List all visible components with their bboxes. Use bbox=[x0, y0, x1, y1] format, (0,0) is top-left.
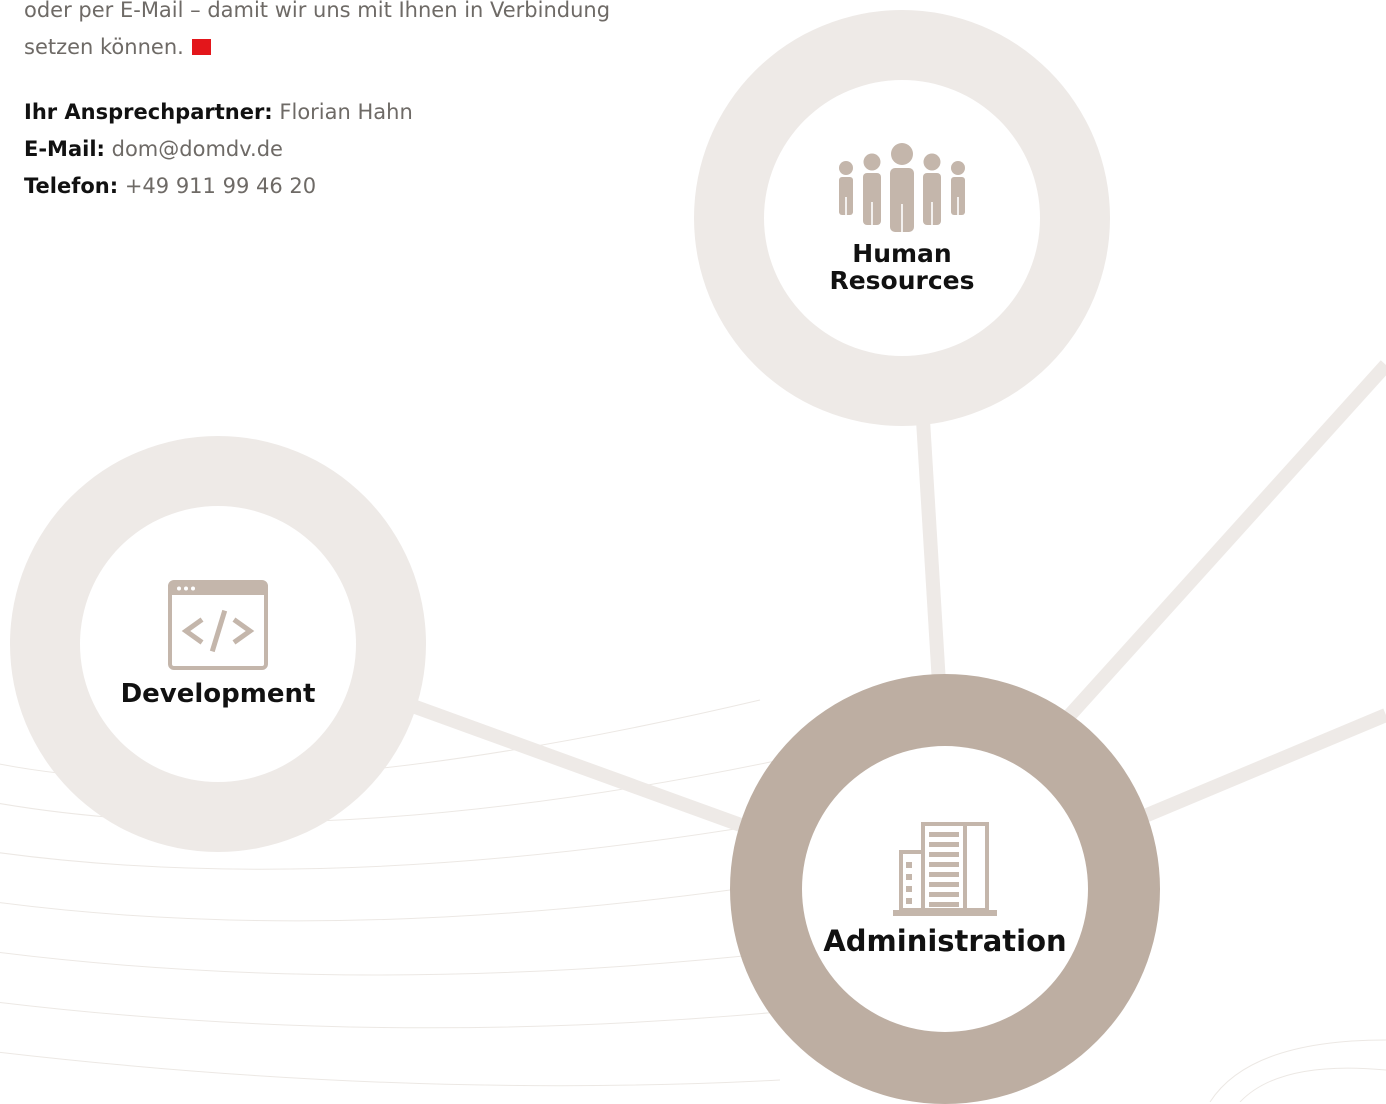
contact-person-label: Ihr Ansprechpartner: bbox=[24, 100, 273, 124]
connector-admin-right bbox=[1137, 708, 1386, 825]
red-square-marker bbox=[191, 39, 211, 55]
node-human-resources[interactable]: Human Resources bbox=[694, 10, 1110, 426]
connector-admin-top-right bbox=[1064, 360, 1386, 720]
contact-email-link[interactable]: dom@domdv.de bbox=[111, 137, 283, 161]
node-human-resources-inner: Human Resources bbox=[764, 80, 1040, 356]
intro-line-2-text: setzen können. bbox=[24, 35, 184, 59]
intro-line-2: setzen können. bbox=[24, 29, 664, 66]
contact-phone-label: Telefon: bbox=[24, 174, 119, 198]
contact-email-label: E-Mail: bbox=[24, 137, 105, 161]
node-development[interactable]: Development bbox=[10, 436, 426, 852]
node-administration-label: Administration bbox=[823, 924, 1067, 958]
contact-person-value: Florian Hahn bbox=[279, 100, 413, 124]
intro-line-1: oder per E-Mail – damit wir uns mit Ihne… bbox=[24, 0, 611, 22]
contact-phone-link[interactable]: +49 911 99 46 20 bbox=[124, 174, 317, 198]
contact-info: oder per E-Mail – damit wir uns mit Ihne… bbox=[24, 0, 664, 205]
node-development-label: Development bbox=[120, 679, 316, 709]
contact-email-row: E-Mail: dom@domdv.de bbox=[24, 131, 664, 168]
code-window-icon bbox=[168, 580, 268, 670]
connector-dev-admin bbox=[407, 698, 763, 839]
office-building-icon bbox=[893, 822, 997, 916]
node-development-inner: Development bbox=[80, 506, 356, 782]
connector-hr-admin bbox=[916, 419, 947, 701]
people-group-icon bbox=[839, 143, 965, 232]
node-administration[interactable]: Administration bbox=[730, 674, 1160, 1104]
node-human-resources-label: Human Resources bbox=[829, 239, 975, 295]
contact-person-row: Ihr Ansprechpartner: Florian Hahn bbox=[24, 94, 664, 131]
contact-intro: oder per E-Mail – damit wir uns mit Ihne… bbox=[24, 0, 664, 66]
node-administration-inner: Administration bbox=[802, 746, 1088, 1032]
contact-phone-row: Telefon: +49 911 99 46 20 bbox=[24, 168, 664, 205]
